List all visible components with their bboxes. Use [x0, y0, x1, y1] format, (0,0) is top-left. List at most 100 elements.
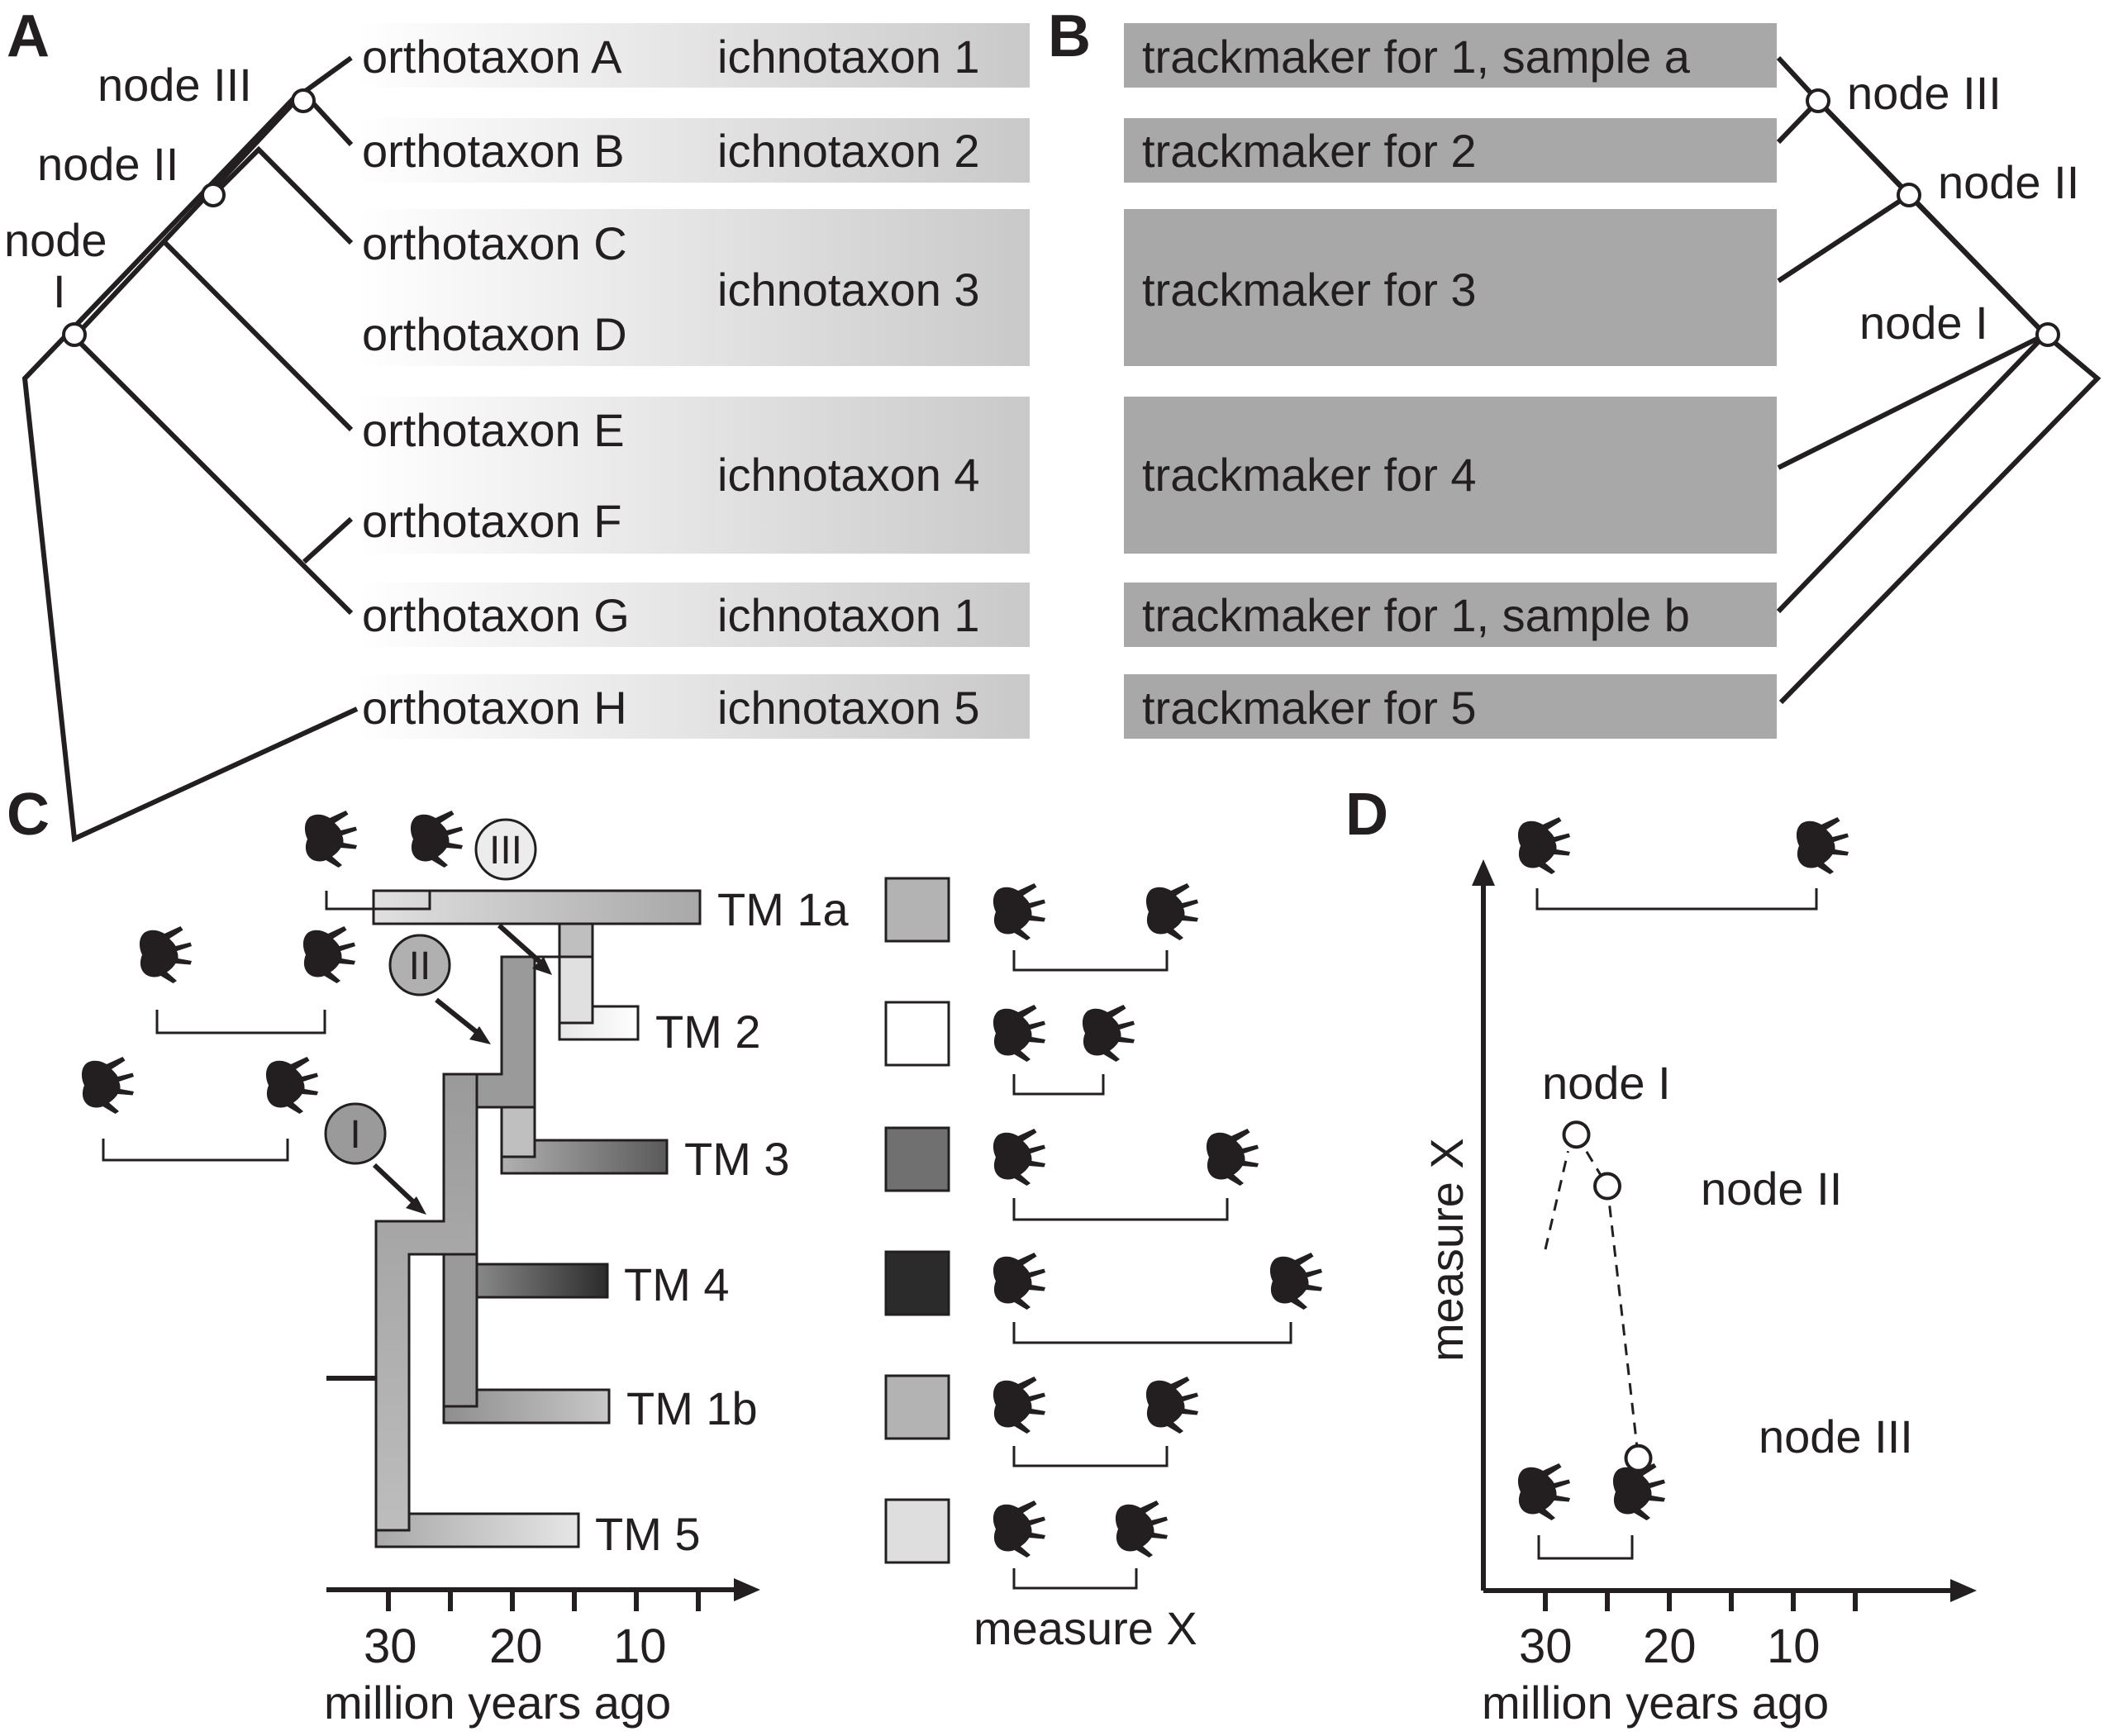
- footprint-icon: [1796, 817, 1849, 874]
- footprint-pairs-c: [81, 811, 1322, 1590]
- y-axis-label-d: measure X: [1421, 1138, 1473, 1362]
- trackmaker-box-2: [1124, 118, 1777, 183]
- footprint-icon: [992, 1501, 1045, 1558]
- node-measure-plot: [1544, 1120, 1653, 1472]
- tip-label-tm2: TM 2: [655, 1006, 761, 1058]
- ortho-bar-h: [357, 674, 1030, 739]
- node-point: [1562, 1120, 1591, 1149]
- footprint-pairs-d: [1517, 817, 1849, 1560]
- node-label-d-ii: node II: [1701, 1163, 1842, 1215]
- footprint-icon: [81, 1057, 134, 1114]
- node-iii-marker-a: [291, 88, 316, 113]
- node-ii-badge: [388, 934, 451, 996]
- tip-label-tm4: TM 4: [624, 1258, 730, 1310]
- trackmaker-box-5: [1124, 674, 1777, 739]
- trackmaker-label-5: trackmaker for 5: [1142, 682, 1477, 734]
- footprint-icon: [265, 1057, 318, 1114]
- measure-x-label-c: measure X: [973, 1602, 1197, 1654]
- time-axis-c: [326, 1578, 760, 1611]
- axis-tick-10-d: 10: [1767, 1619, 1821, 1673]
- node-iii-label-b: node III: [1847, 67, 2002, 119]
- trackmaker-box-1a: [1124, 23, 1777, 88]
- measure-swatches: [884, 877, 950, 1564]
- footprint-icon: [1517, 817, 1570, 874]
- node-i-marker-b: [2035, 322, 2060, 347]
- footprint-icon: [1517, 1463, 1570, 1520]
- node-point: [1624, 1443, 1653, 1472]
- ortho-bar-ef: [357, 397, 1030, 554]
- trend-line: [1606, 1186, 1640, 1458]
- node-iii-badge-label: III: [489, 829, 522, 873]
- orthotaxon-h: orthotaxon H: [362, 682, 627, 734]
- ortho-bar-a: [357, 23, 1030, 88]
- tip-label-tm1b: TM 1b: [626, 1382, 758, 1434]
- tip-label-tm1a: TM 1a: [717, 883, 850, 935]
- x-axis-label-d: million years ago: [1482, 1677, 1829, 1729]
- trackmaker-box-1b: [1124, 583, 1777, 647]
- axis-tick-30-c: 30: [364, 1619, 417, 1673]
- node-iii-marker-b: [1806, 88, 1830, 113]
- footprint-icon: [304, 811, 357, 868]
- orthotaxon-b: orthotaxon B: [362, 125, 625, 177]
- footprint-icon: [1145, 883, 1198, 940]
- panel-label-c: C: [7, 782, 50, 848]
- ichnotaxon-labels: ichnotaxon 1 ichnotaxon 2 ichnotaxon 3 i…: [717, 31, 980, 734]
- panel-a-bars: [357, 23, 1030, 739]
- panel-a-tree: [21, 55, 359, 843]
- node-i-marker-a: [62, 322, 87, 347]
- node-label-d-i: node I: [1542, 1057, 1671, 1109]
- footprint-icon: [1115, 1501, 1168, 1558]
- tip-label-tm5: TM 5: [595, 1508, 701, 1560]
- axis-tick-30-d: 30: [1519, 1619, 1573, 1673]
- footprint-icon: [1206, 1129, 1259, 1186]
- orthotaxon-g: orthotaxon G: [362, 589, 630, 641]
- orthotaxon-labels: orthotaxon A orthotaxon B orthotaxon C o…: [362, 31, 630, 734]
- ichnotaxon-row-h: ichnotaxon 5: [717, 682, 980, 734]
- trackmaker-label-3: trackmaker for 3: [1142, 264, 1477, 316]
- measure-swatch: [884, 877, 950, 943]
- ichnotaxon-row-b: ichnotaxon 2: [717, 125, 980, 177]
- orthotaxon-d: orthotaxon D: [362, 308, 627, 360]
- panel-b-tree: [1776, 55, 2102, 705]
- trackmaker-boxes: trackmaker for 1, sample a trackmaker fo…: [1124, 23, 1777, 739]
- node-iii-label-a: node III: [98, 59, 252, 111]
- node-i-label-b: node I: [1859, 297, 1988, 349]
- ichnotaxon-row-cd: ichnotaxon 3: [717, 264, 980, 316]
- panel-d-axes: [1472, 859, 1977, 1611]
- ortho-bar-cd: [357, 209, 1030, 366]
- trackmaker-label-1b: trackmaker for 1, sample b: [1142, 589, 1690, 641]
- ortho-bar-g: [357, 583, 1030, 647]
- node-point: [1593, 1172, 1621, 1201]
- panel-label-b: B: [1048, 3, 1091, 69]
- trackmaker-label-2: trackmaker for 2: [1142, 125, 1477, 177]
- node-i-roman-a: I: [53, 265, 66, 317]
- node-ii-marker-b: [1897, 183, 1921, 207]
- node-i-label-a: node: [4, 214, 107, 266]
- ichnotaxon-row-a: ichnotaxon 1: [717, 31, 980, 83]
- measure-swatch: [884, 1250, 950, 1316]
- footprint-icon: [1269, 1253, 1322, 1310]
- orthotaxon-a: orthotaxon A: [362, 31, 622, 83]
- node-ii-label-b: node II: [1938, 156, 2079, 208]
- trackmaker-label-4: trackmaker for 4: [1142, 449, 1477, 501]
- footprint-icon: [139, 926, 192, 983]
- orthotaxon-e: orthotaxon E: [362, 404, 625, 456]
- axis-label-c: million years ago: [324, 1677, 671, 1729]
- footprint-icon: [992, 1377, 1045, 1434]
- axis-tick-20-d: 20: [1643, 1619, 1697, 1673]
- node-ii-label-a: node II: [37, 138, 179, 190]
- ichnotaxon-row-ef: ichnotaxon 4: [717, 449, 980, 501]
- footprint-icon: [992, 883, 1045, 940]
- footprint-icon: [302, 926, 355, 983]
- panel-label-a: A: [7, 3, 50, 69]
- measure-swatch: [884, 1126, 950, 1192]
- panel-label-d: D: [1345, 782, 1388, 848]
- orthotaxon-c: orthotaxon C: [362, 217, 627, 269]
- node-ii-badge-label: II: [409, 944, 431, 988]
- node-label-d-iii: node III: [1759, 1410, 1913, 1463]
- orthotaxon-f: orthotaxon F: [362, 495, 621, 547]
- node-ii-marker-a: [201, 183, 226, 207]
- footprint-icon: [1145, 1377, 1198, 1434]
- ichnotaxon-row-g: ichnotaxon 1: [717, 589, 980, 641]
